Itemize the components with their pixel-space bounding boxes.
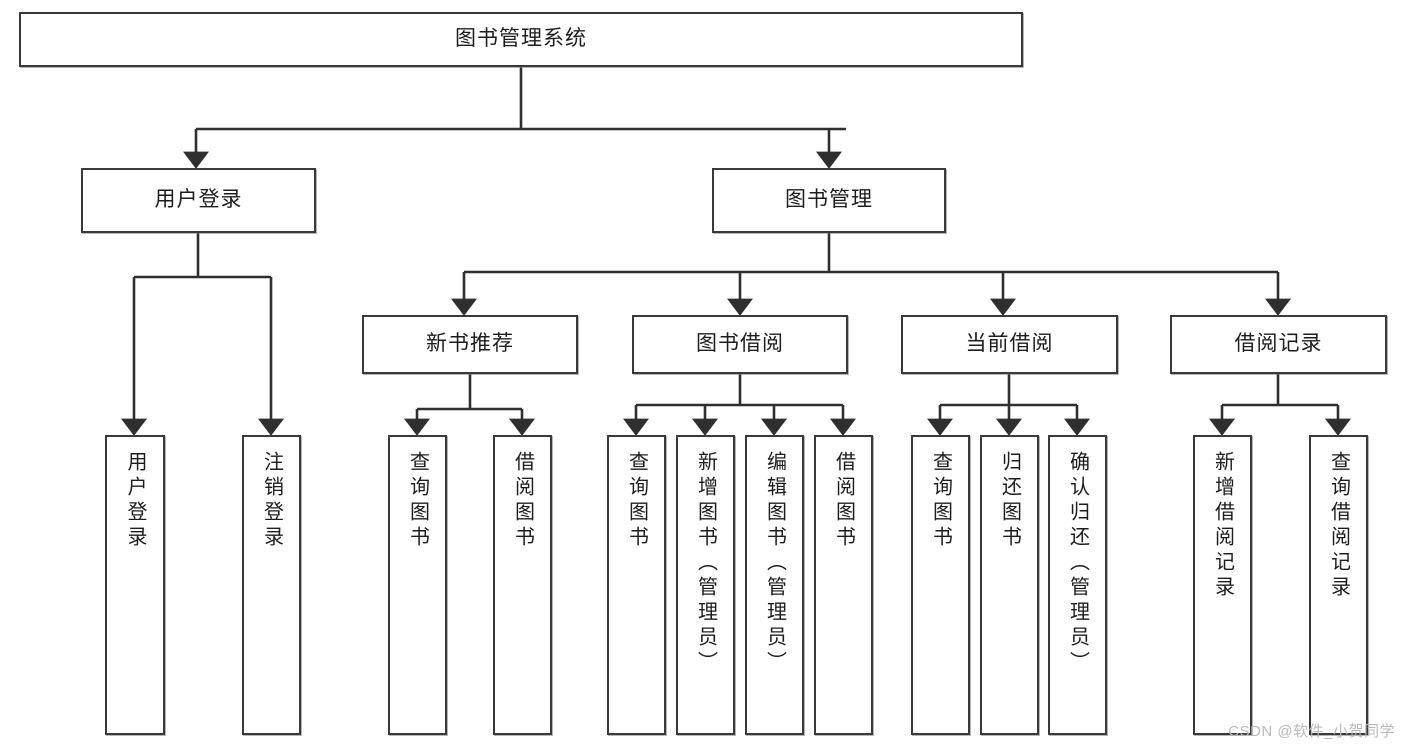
node-current-borrow[interactable]: 当前借阅 xyxy=(901,315,1118,374)
node-label: 用户登录 xyxy=(154,188,243,212)
node-leaf-query-record[interactable]: 查询借阅记录 xyxy=(1309,435,1368,735)
node-leaf-return-book[interactable]: 归还图书 xyxy=(980,435,1039,735)
node-label: 查询图书 xyxy=(625,451,648,551)
node-book-management-system[interactable]: 图书管理系统 xyxy=(19,12,1023,67)
node-leaf-add-record[interactable]: 新增借阅记录 xyxy=(1193,435,1252,735)
node-leaf-edit-book[interactable]: 编辑图书（管理员） xyxy=(745,435,804,735)
csdn-watermark: CSDN @软件_小贺同学 xyxy=(1228,723,1395,740)
node-leaf-query-book-3[interactable]: 查询图书 xyxy=(911,435,970,735)
node-leaf-query-book-2[interactable]: 查询图书 xyxy=(607,435,666,735)
node-user-login[interactable]: 用户登录 xyxy=(81,168,316,233)
node-label: 借阅图书 xyxy=(832,451,855,551)
node-label: 确认归还（管理员） xyxy=(1066,451,1089,676)
node-label: 注销登录 xyxy=(260,451,283,551)
node-label: 查询借阅记录 xyxy=(1327,451,1350,601)
node-label: 借阅记录 xyxy=(1234,332,1323,356)
node-label: 新增借阅记录 xyxy=(1211,451,1234,601)
node-borrow-record[interactable]: 借阅记录 xyxy=(1170,315,1387,374)
node-label: 用户登录 xyxy=(124,451,146,551)
node-label: 编辑图书（管理员） xyxy=(763,451,786,676)
node-new-book-recommend[interactable]: 新书推荐 xyxy=(362,315,578,374)
node-label: 图书借阅 xyxy=(696,332,784,356)
node-leaf-user-login[interactable]: 用户登录 xyxy=(105,435,165,735)
node-leaf-logout-login[interactable]: 注销登录 xyxy=(242,435,301,735)
node-leaf-confirm-return[interactable]: 确认归还（管理员） xyxy=(1048,435,1107,735)
node-leaf-borrow-book-2[interactable]: 借阅图书 xyxy=(814,435,873,735)
node-leaf-query-book-1[interactable]: 查询图书 xyxy=(388,435,447,735)
node-label: 新增图书（管理员） xyxy=(694,451,717,676)
node-label: 新书推荐 xyxy=(426,332,514,356)
node-label: 查询图书 xyxy=(406,451,429,551)
node-leaf-borrow-book-1[interactable]: 借阅图书 xyxy=(493,435,552,735)
node-book-borrow[interactable]: 图书借阅 xyxy=(632,315,848,374)
node-label: 归还图书 xyxy=(998,451,1021,551)
node-book-manage[interactable]: 图书管理 xyxy=(712,168,946,233)
node-label: 查询图书 xyxy=(929,451,952,551)
node-label: 图书管理 xyxy=(785,188,873,212)
node-label: 当前借阅 xyxy=(965,332,1054,356)
node-leaf-add-book[interactable]: 新增图书（管理员） xyxy=(676,435,735,735)
node-label: 借阅图书 xyxy=(511,451,534,551)
node-label: 图书管理系统 xyxy=(455,27,587,51)
